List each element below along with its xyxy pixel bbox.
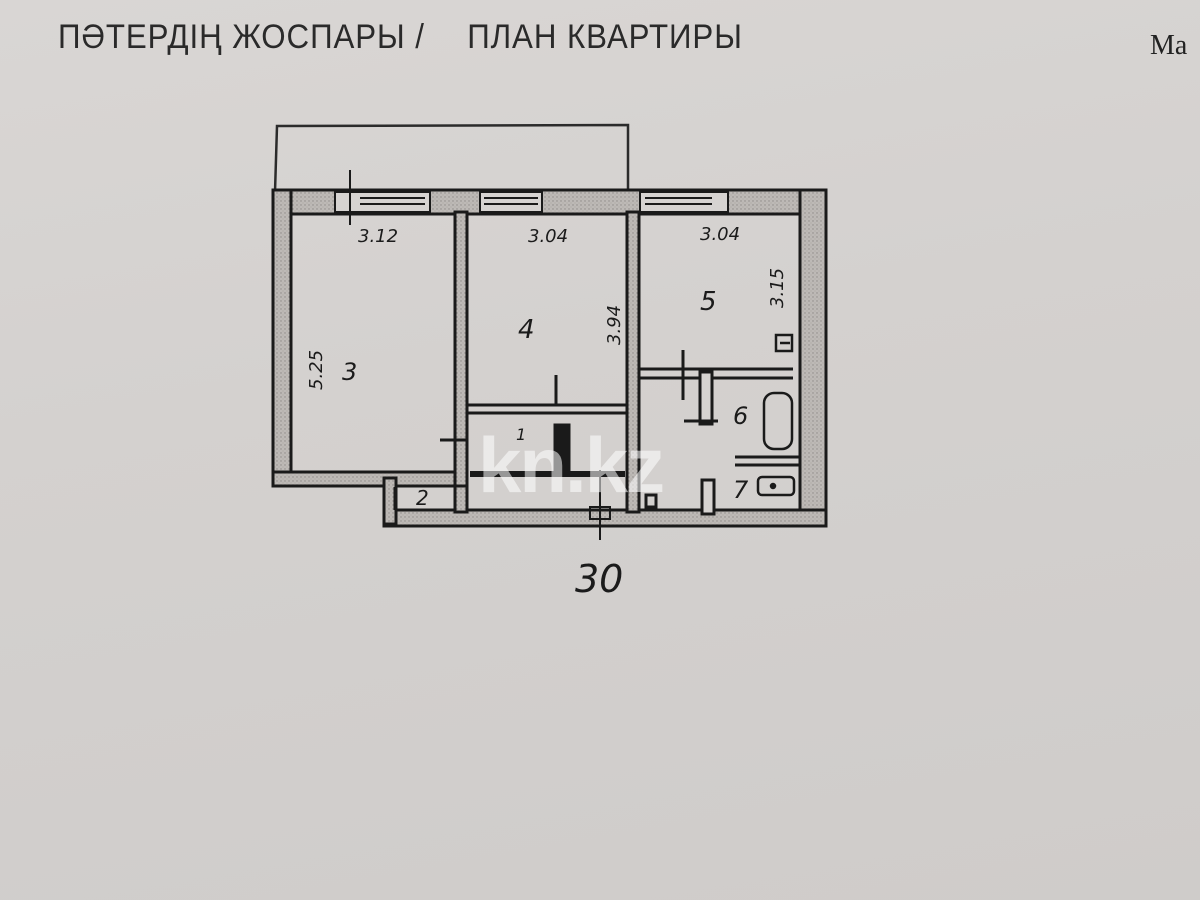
balcony xyxy=(273,123,630,193)
interior-walls xyxy=(393,210,800,540)
room5-label: 5 xyxy=(700,287,717,317)
windows xyxy=(334,170,729,225)
page-title: ПӘТЕРДІҢ ЖОСПАРЫ / ПЛАН КВАРТИРЫ xyxy=(58,18,743,57)
watermark: kn.kz xyxy=(478,421,663,509)
room3-length-label: 5.25 xyxy=(306,350,327,390)
title-russian: ПЛАН КВАРТИРЫ xyxy=(467,18,743,56)
dimension-labels: 3.12 3.04 3.04 5.25 3.94 3.15 xyxy=(306,224,788,390)
room4-label: 4 xyxy=(518,315,535,345)
room1-label: 1 xyxy=(516,425,526,444)
room-labels: 1 2 3 4 5 6 7 xyxy=(342,287,749,510)
room4-width-label: 3.04 xyxy=(528,226,568,247)
room5-width-label: 3.04 xyxy=(700,224,740,245)
exterior-walls xyxy=(271,188,828,528)
room6-label: 6 xyxy=(733,402,748,430)
room4-length-label: 3.94 xyxy=(604,305,625,345)
room3-label: 3 xyxy=(342,358,357,386)
room7-label: 7 xyxy=(733,476,749,504)
fixtures xyxy=(756,333,796,497)
title-kazakh: ПӘТЕРДІҢ ЖОСПАРЫ / xyxy=(58,18,425,56)
toilet-icon xyxy=(756,475,796,497)
stove-icon xyxy=(774,333,794,353)
axis-mark: 30 xyxy=(575,557,623,601)
bathtub-icon xyxy=(762,391,794,451)
room5-length-label: 3.15 xyxy=(767,268,788,308)
corner-text: Ма xyxy=(1150,30,1188,61)
room3-width-label: 3.12 xyxy=(358,226,398,247)
room2-label: 2 xyxy=(416,486,429,510)
